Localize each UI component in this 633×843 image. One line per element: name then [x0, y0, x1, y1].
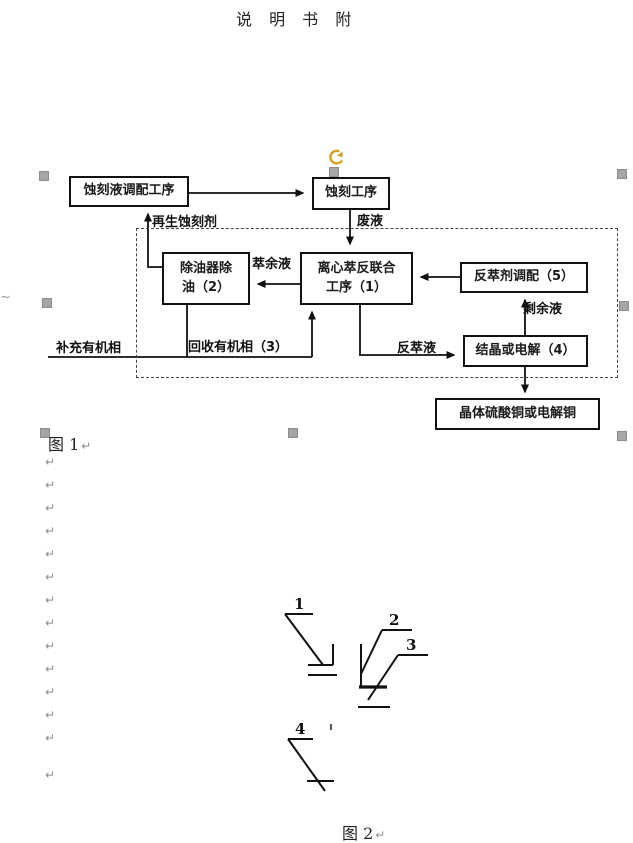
selection-handle-bottom-right[interactable]	[617, 431, 627, 441]
label-residual-liquid: 剩余液	[523, 302, 563, 317]
fig2-callout-4: 4	[295, 720, 306, 738]
fig2-leader-4	[287, 738, 326, 792]
fig2-part-corner	[308, 644, 334, 666]
flowchart-box-crystallize-electrolyze: 结晶或电解（4）	[463, 335, 588, 367]
flowchart-box-product: 晶体硫酸铜或电解铜	[435, 398, 600, 430]
rotate-handle-icon[interactable]	[322, 147, 348, 169]
paragraph-mark: ↵	[45, 768, 56, 782]
paragraph-mark: ↵	[45, 524, 56, 538]
fig2-callout-2: 2	[389, 611, 400, 629]
label-makeup-organic-phase: 补充有机相	[56, 341, 122, 356]
paragraph-mark: ↵	[45, 708, 56, 722]
paragraph-mark: ↵	[45, 662, 56, 676]
paragraph-mark: ↵	[45, 685, 56, 699]
label-strip-liquid: 反萃液	[397, 341, 437, 356]
label-raffinate: 萃余液	[252, 257, 292, 272]
fig2-callout-3: 3	[406, 636, 417, 654]
paragraph-mark: ↵	[45, 570, 56, 584]
selection-handle-top-center[interactable]	[329, 167, 339, 177]
label-waste-liquid: 废液	[357, 214, 384, 229]
paragraph-mark: ↵	[45, 501, 56, 515]
paragraph-mark: ↵	[45, 547, 56, 561]
selection-handle-bottom-left[interactable]	[40, 428, 50, 438]
selection-handle-mid-left[interactable]	[42, 298, 52, 308]
paragraph-mark: ↵	[81, 439, 92, 453]
paragraph-mark: ↵	[45, 616, 56, 630]
fig2-callout-1: 1	[294, 595, 305, 613]
paragraph-mark: ↵	[375, 828, 386, 842]
fig2-caption-text: 图 2	[342, 824, 374, 843]
paragraph-mark: ↵	[45, 639, 56, 653]
label-recovered-organic-phase: 回收有机相（3）	[188, 340, 289, 355]
process-group-frame	[136, 228, 618, 378]
flowchart-box-etchant-prep: 蚀刻液调配工序	[69, 176, 189, 207]
selection-handle-mid-right[interactable]	[619, 301, 629, 311]
flowchart-box-stripper-prep: 反萃剂调配（5）	[460, 262, 588, 293]
paragraph-mark: ↵	[45, 478, 56, 492]
fig2-leader-1	[284, 613, 324, 666]
flowchart-box-centrifugal-extraction: 离心萃反联合 工序（1）	[300, 252, 413, 305]
paragraph-mark: ↵	[45, 593, 56, 607]
paragraph-mark: ↵	[45, 731, 56, 745]
fig2-leader-2	[360, 629, 383, 675]
fig1-caption: 图 1↵	[48, 431, 91, 455]
selection-handle-top-right[interactable]	[617, 169, 627, 179]
selection-handle-top-left[interactable]	[39, 171, 49, 181]
fig1-caption-text: 图 1	[48, 435, 80, 454]
paragraph-mark: ↵	[45, 455, 56, 469]
selection-handle-bottom-center[interactable]	[288, 428, 298, 438]
stray-scan-mark: ~	[0, 290, 11, 305]
flowchart-box-deoiler: 除油器除 油（2）	[162, 252, 250, 305]
fig2-caption: 图 2↵	[342, 820, 385, 843]
fig2-leader-3	[367, 654, 399, 701]
page-title: 说 明 书 附	[236, 10, 358, 29]
flowchart-box-etching: 蚀刻工序	[312, 177, 390, 210]
label-regenerated-etchant: 再生蚀刻剂	[152, 215, 218, 230]
